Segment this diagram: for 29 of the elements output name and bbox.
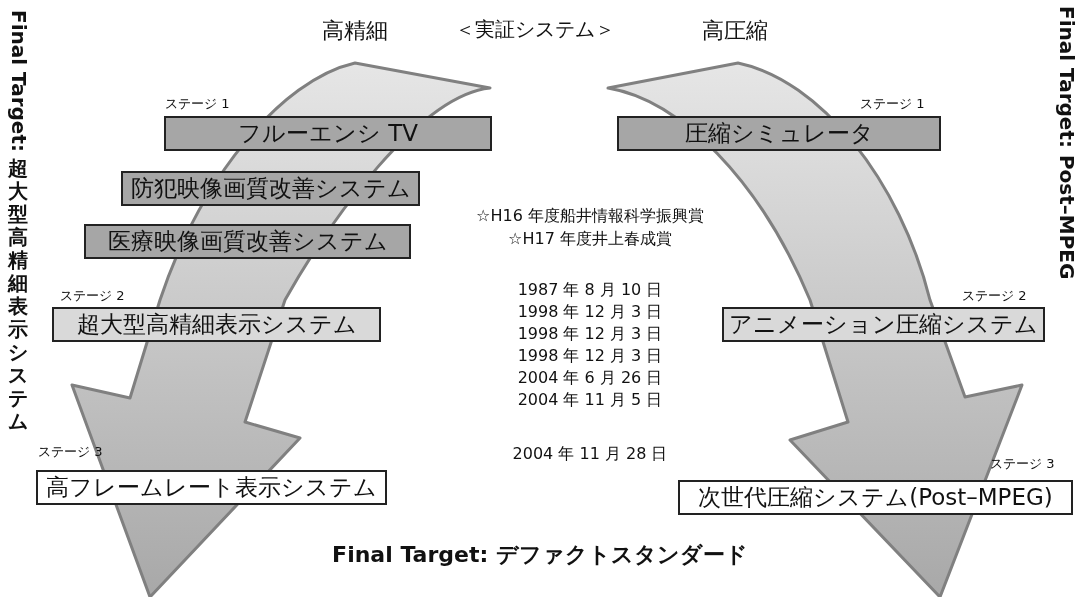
- date-note: 1998 年 12 月 3 日: [517, 324, 663, 345]
- date-note: 1998 年 12 月 3 日: [517, 346, 663, 367]
- date-note: 1987 年 8 月 10 日: [517, 280, 663, 301]
- stage-label: ステージ 1: [860, 95, 925, 113]
- stage-label: ステージ 2: [60, 287, 125, 305]
- system-box: 次世代圧縮システム(Post–MPEG): [678, 480, 1073, 515]
- award-note: ☆H17 年度井上春成賞: [508, 229, 672, 250]
- date-note: 2004 年 6 月 26 日: [517, 368, 663, 389]
- heading: 高精細: [322, 17, 388, 45]
- stage-label: ステージ 3: [38, 443, 103, 461]
- system-box: 圧縮シミュレータ: [617, 116, 941, 151]
- system-box: 防犯映像画質改善システム: [121, 171, 420, 206]
- date-note: 2004 年 11 月 5 日: [517, 390, 663, 411]
- stage-label: ステージ 2: [962, 287, 1027, 305]
- date-note: 1998 年 12 月 3 日: [517, 302, 663, 323]
- heading: ＜実証システム＞: [455, 16, 615, 43]
- award-note: ☆H16 年度船井情報科学振興賞: [476, 206, 704, 227]
- system-box: フルーエンシ TV: [164, 116, 492, 151]
- heading: 高圧縮: [702, 17, 768, 45]
- final-target-label: Final Target: デファクトスタンダード: [332, 541, 748, 569]
- vertical-target-label: Final Target: 超大型高精細表示システム: [5, 10, 32, 433]
- date-note: 2004 年 11 月 28 日: [512, 444, 668, 465]
- stage-label: ステージ 1: [165, 95, 230, 113]
- system-box: 超大型高精細表示システム: [52, 307, 381, 342]
- system-box: 医療映像画質改善システム: [84, 224, 411, 259]
- system-box: 高フレームレート表示システム: [36, 470, 387, 505]
- system-box: アニメーション圧縮システム: [722, 307, 1045, 342]
- vertical-target-label: Final Target: Post–MPEG: [1053, 6, 1080, 282]
- stage-label: ステージ 3: [990, 455, 1055, 473]
